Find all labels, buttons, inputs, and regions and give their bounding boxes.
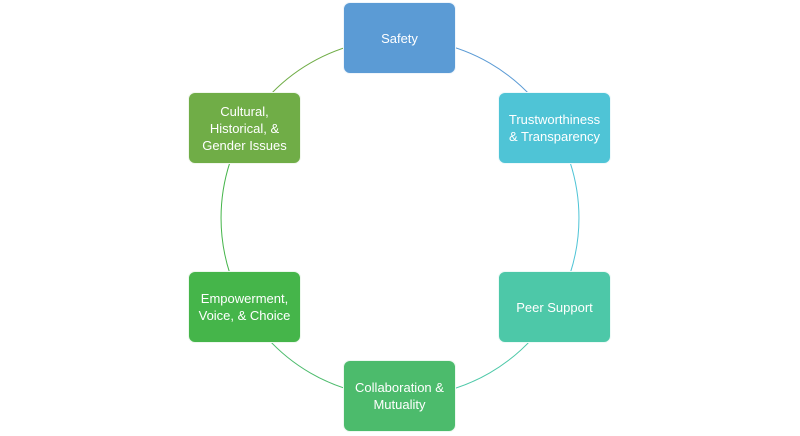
node-peer-support: Peer Support (498, 271, 611, 343)
node-trustworthiness-transparency: Trustworthiness & Transparency (498, 92, 611, 164)
node-empowerment-voice-choice: Empowerment, Voice, & Choice (188, 271, 301, 343)
connector-trust-to-peer (569, 162, 580, 274)
connector-empowerment-to-cultural (220, 162, 231, 274)
node-cultural-historical-gender: Cultural, Historical, & Gender Issues (188, 92, 301, 164)
node-safety: Safety (343, 2, 456, 74)
node-collaboration-mutuality: Collaboration & Mutuality (343, 360, 456, 432)
